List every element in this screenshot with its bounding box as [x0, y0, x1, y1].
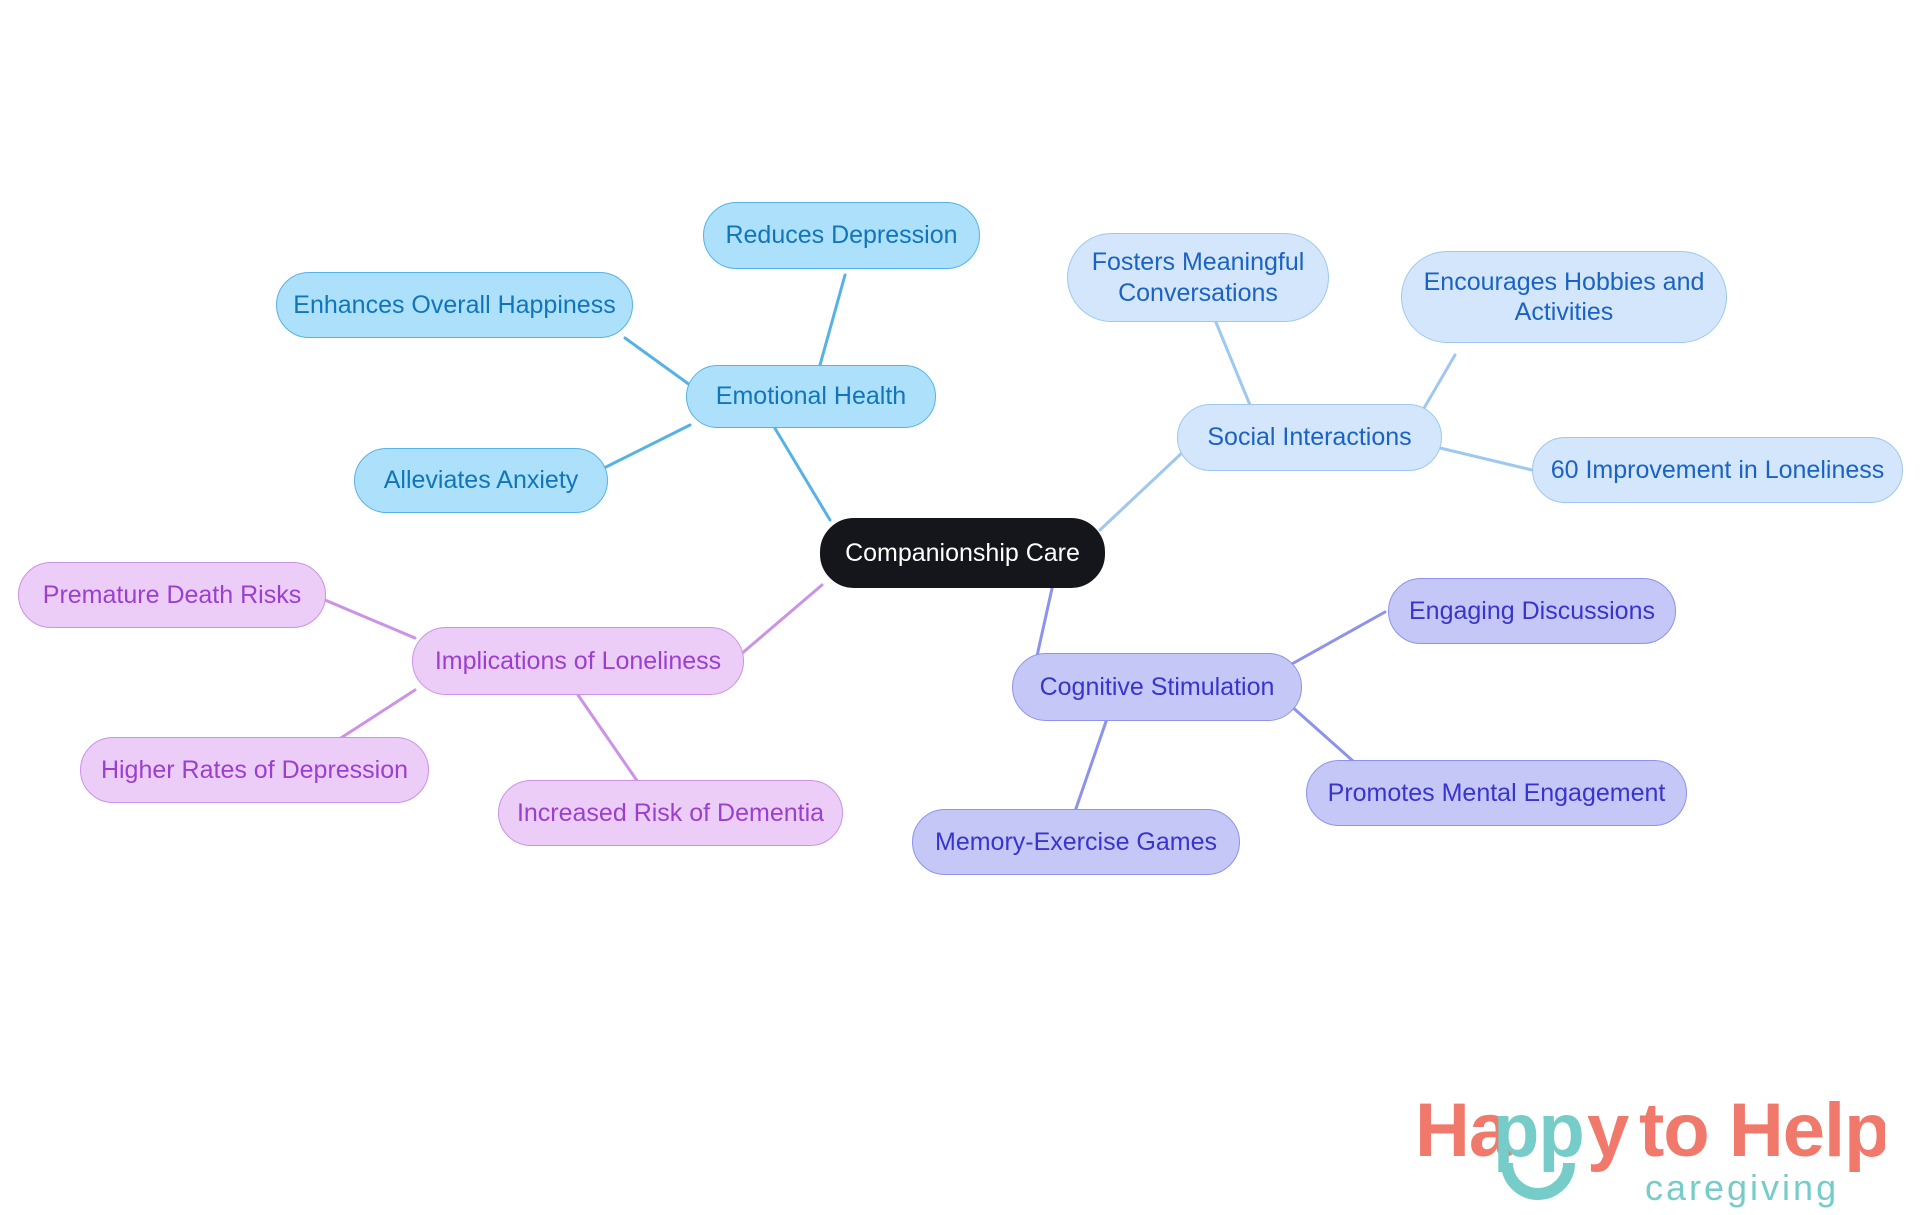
logo-tagline: caregiving	[1645, 1167, 1839, 1208]
edge-cognitive-stimulation-engaging-discussions	[1288, 610, 1387, 667]
logo-word-happy-y: y	[1587, 1093, 1629, 1173]
edge-social-interactions-encourages-hobbies-and-activities	[1418, 353, 1457, 417]
node-leaf-higher-rates-of-depression[interactable]: Higher Rates of Depression	[80, 737, 429, 803]
edge-emotional-health-alleviates-anxiety	[598, 423, 692, 472]
edge-implications-increased-risk-of-dementia	[576, 693, 642, 787]
node-leaf-improvement-in-loneliness[interactable]: 60 Improvement in Loneliness	[1532, 437, 1903, 503]
node-leaf-promotes-mental-engagement[interactable]: Promotes Mental Engagement	[1306, 760, 1687, 826]
node-leaf-engaging-discussions[interactable]: Engaging Discussions	[1388, 578, 1676, 644]
node-leaf-encourages-hobbies-and-activities[interactable]: Encourages Hobbies and Activities	[1401, 251, 1727, 343]
edge-emotional-health-enhances-overall-happiness	[623, 336, 692, 387]
node-leaf-increased-risk-of-dementia[interactable]: Increased Risk of Dementia	[498, 780, 843, 846]
edge-emotional-health-reduces-depression	[818, 273, 847, 367]
node-branch-implications-of-loneliness[interactable]: Implications of Loneliness	[412, 627, 744, 695]
edge-social-interactions-improvement-in-loneliness	[1438, 446, 1534, 472]
edge-root-social-interactions	[1098, 448, 1187, 532]
node-leaf-enhances-overall-happiness[interactable]: Enhances Overall Happiness	[276, 272, 633, 338]
edge-cognitive-stimulation-memory-exercise-games	[1070, 708, 1112, 822]
node-leaf-fosters-meaningful-conversations[interactable]: Fosters Meaningful Conversations	[1067, 233, 1329, 322]
edge-root-cognitive-stimulation	[1033, 573, 1057, 667]
smile-icon	[1501, 1162, 1575, 1200]
happy-to-help-logo: Ha pp y to Help caregiving	[1415, 1093, 1885, 1208]
edge-root-implications-of-loneliness	[738, 583, 824, 657]
logo-word-happy-coral-part: Ha	[1415, 1093, 1512, 1173]
node-leaf-alleviates-anxiety[interactable]: Alleviates Anxiety	[354, 448, 608, 513]
node-leaf-reduces-depression[interactable]: Reduces Depression	[703, 202, 980, 269]
edge-implications-premature-death-risks	[323, 598, 417, 640]
node-root-companionship-care[interactable]: Companionship Care	[820, 518, 1105, 588]
node-branch-emotional-health[interactable]: Emotional Health	[686, 365, 936, 428]
edge-social-interactions-fosters-meaningful-conversations	[1213, 318, 1252, 407]
node-leaf-memory-exercise-games[interactable]: Memory-Exercise Games	[912, 809, 1240, 875]
edge-root-emotional-health	[768, 418, 832, 522]
logo-word-happy-teal-part: pp	[1493, 1093, 1584, 1173]
logo-word-to-help: to Help	[1639, 1093, 1885, 1173]
node-leaf-premature-death-risks[interactable]: Premature Death Risks	[18, 562, 326, 628]
node-branch-social-interactions[interactable]: Social Interactions	[1177, 404, 1442, 471]
node-branch-cognitive-stimulation[interactable]: Cognitive Stimulation	[1012, 653, 1302, 721]
